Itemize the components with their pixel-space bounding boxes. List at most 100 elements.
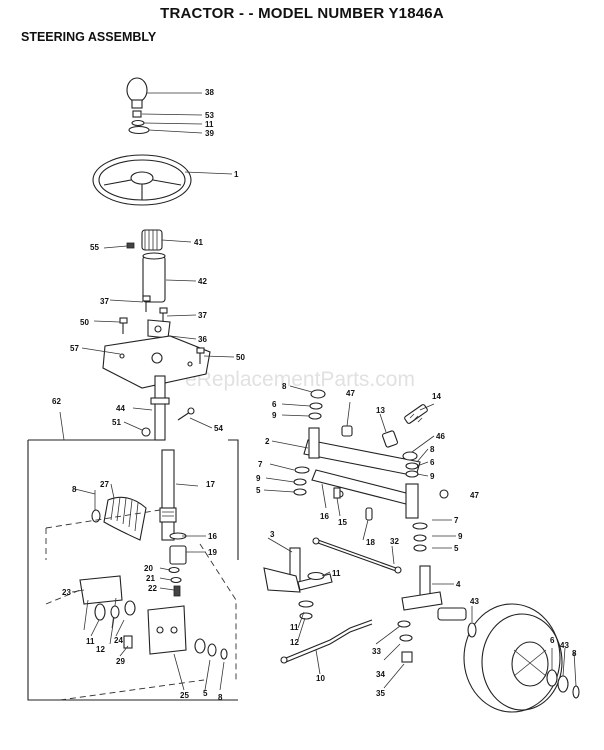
callout-38: 38 [205, 88, 214, 97]
callout-17: 17 [206, 480, 215, 489]
section-title: STEERING ASSEMBLY [21, 30, 157, 44]
callout-11b: 11 [332, 569, 341, 578]
bracket-36 [147, 319, 171, 339]
right-stack-7-9-5 [412, 522, 428, 552]
front-tire [463, 603, 563, 713]
spindle-3 [263, 547, 333, 593]
adapter-41 [141, 229, 163, 251]
callout-35: 35 [376, 689, 385, 698]
page-title: TRACTOR - - MODEL NUMBER Y1846A [160, 5, 444, 22]
callout-54: 54 [214, 424, 223, 433]
mount-bracket-25 [147, 605, 187, 655]
callout-6c: 6 [550, 636, 555, 645]
bushing-13 [381, 430, 399, 448]
sleeve-42 [142, 252, 166, 303]
callout-51: 51 [112, 418, 121, 427]
callout-7b: 7 [454, 516, 459, 525]
callout-8b: 8 [430, 445, 435, 454]
callout-11d: 11 [290, 623, 299, 632]
callout-41: 41 [194, 238, 203, 247]
callout-11a: 11 [205, 120, 214, 129]
callout-50a: 50 [80, 318, 89, 327]
callout-55: 55 [90, 243, 99, 252]
callout-12b: 12 [290, 638, 299, 647]
callout-37a: 37 [100, 297, 109, 306]
pin-15 [333, 487, 341, 499]
steering-cap-38 [126, 77, 148, 109]
callout-3: 3 [270, 530, 275, 539]
bolt-29 [123, 635, 133, 649]
callout-5c: 5 [203, 689, 208, 698]
callout-24: 24 [114, 636, 123, 645]
callout-32: 32 [390, 537, 399, 546]
bolt-50-left [119, 317, 128, 334]
nut-51 [141, 427, 151, 437]
callout-6a: 6 [272, 400, 277, 409]
callout-36: 36 [198, 335, 207, 344]
callout-4: 4 [456, 580, 461, 589]
nut-47-right [439, 489, 449, 499]
callout-57: 57 [70, 344, 79, 353]
callout-8c: 8 [72, 485, 77, 494]
plate-39 [128, 125, 150, 135]
callout-16a: 16 [320, 512, 329, 521]
callout-8d: 8 [572, 649, 577, 658]
gear-sector-27 [103, 496, 147, 541]
callout-9b: 9 [430, 472, 435, 481]
tie-rod-32 [312, 537, 402, 574]
callout-19: 19 [208, 548, 217, 557]
callout-13: 13 [376, 406, 385, 415]
callout-6b: 6 [430, 458, 435, 467]
callout-14: 14 [432, 392, 441, 401]
callout-44: 44 [116, 404, 125, 413]
hardware-5-8-box [194, 638, 228, 660]
nut-47-top [341, 425, 353, 437]
callout-29: 29 [116, 657, 125, 666]
callout-25: 25 [180, 691, 189, 700]
bearings-11-12-24 [94, 600, 136, 621]
pin-16 [365, 507, 373, 521]
callout-47b: 47 [470, 491, 479, 500]
callout-23: 23 [62, 588, 71, 597]
callout-43b: 43 [560, 641, 569, 650]
kingpin-46-stack [402, 451, 419, 519]
parts-20-21-22 [168, 566, 182, 597]
callout-53: 53 [205, 111, 214, 120]
callout-7a: 7 [258, 460, 263, 469]
callout-47a: 47 [346, 389, 355, 398]
callout-42: 42 [198, 277, 207, 286]
callout-5a: 5 [256, 486, 261, 495]
callout-46: 46 [436, 432, 445, 441]
callout-9a: 9 [272, 411, 277, 420]
bolt-14 [404, 404, 428, 424]
washer-8-box [91, 509, 101, 523]
bolt-50-right [196, 347, 205, 364]
hardware-33-34-35 [397, 620, 413, 663]
callout-50b: 50 [236, 353, 245, 362]
support-plate-23 [79, 575, 123, 631]
callout-9d: 9 [458, 532, 463, 541]
watermark-text: eReplacementParts.com [185, 368, 415, 391]
callout-34: 34 [376, 670, 385, 679]
callout-20: 20 [144, 564, 153, 573]
callout-16b: 16 [208, 532, 217, 541]
left-lower-7-9-5 [293, 466, 310, 496]
callout-62: 62 [52, 397, 61, 406]
callout-1: 1 [234, 170, 239, 179]
pinion-shaft-17 [159, 449, 177, 541]
drag-link-10 [280, 619, 373, 664]
callout-10: 10 [316, 674, 325, 683]
steering-wheel [92, 154, 192, 206]
callout-22: 22 [148, 584, 157, 593]
callout-2: 2 [265, 437, 270, 446]
wheel-hardware-43-6-8 [467, 622, 580, 699]
assembly-62-frame [27, 411, 239, 701]
washers-11-12-lower [298, 600, 314, 620]
clip-55 [126, 242, 135, 249]
axle-2 [303, 439, 421, 505]
callout-12a: 12 [96, 645, 105, 654]
callout-37b: 37 [198, 311, 207, 320]
bushing-19 [169, 545, 187, 565]
callout-11c: 11 [86, 637, 95, 646]
callout-5b: 5 [454, 544, 459, 553]
